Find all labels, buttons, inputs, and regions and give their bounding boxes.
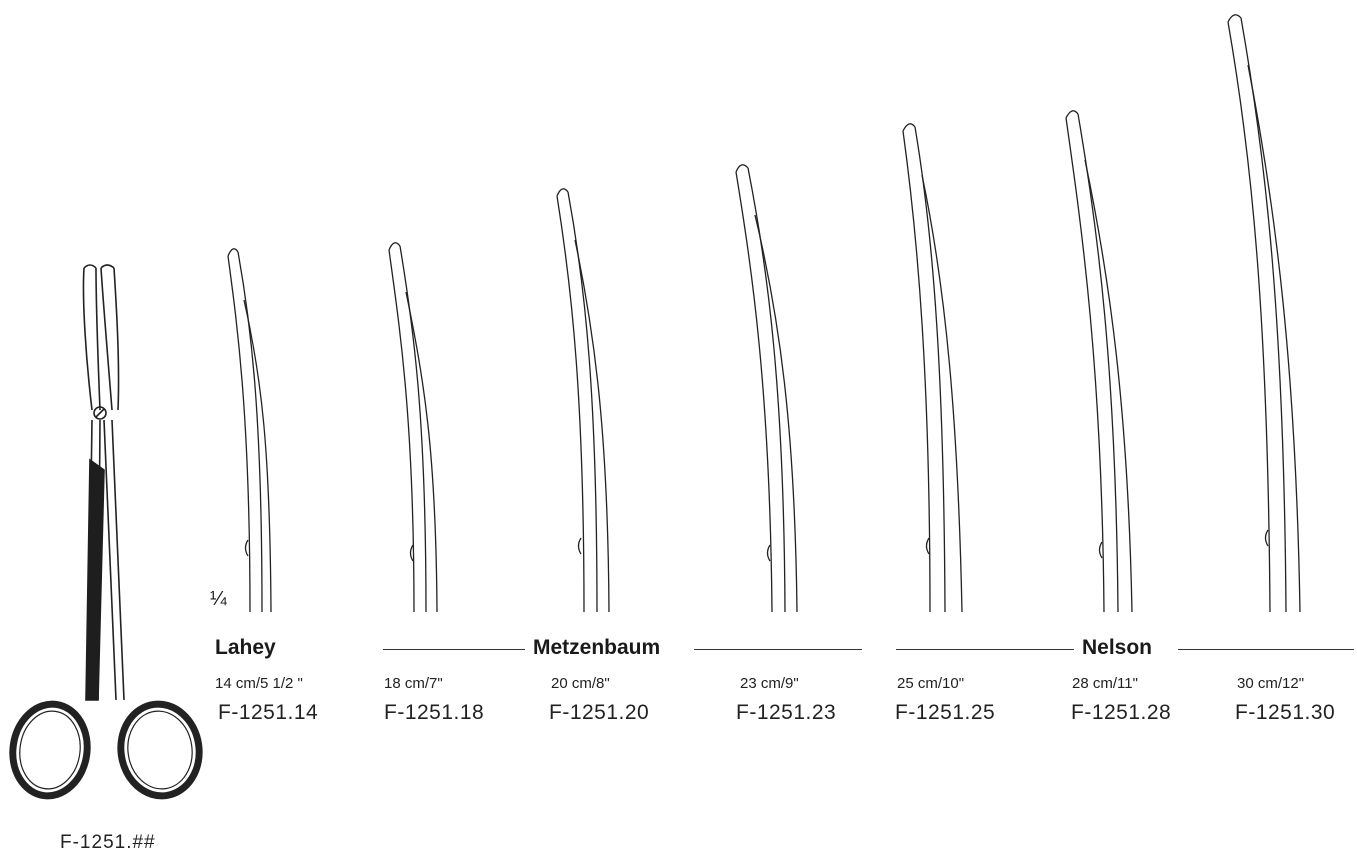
divider-metzenbaum-left <box>383 649 525 650</box>
profile-metzenbaum-23 <box>735 164 798 613</box>
profile-lahey-14 <box>227 248 272 613</box>
product-code-20: F-1251.20 <box>549 701 650 724</box>
product-code-18: F-1251.18 <box>384 701 485 724</box>
divider-metzenbaum-right <box>694 649 862 650</box>
group-label-lahey: Lahey <box>215 636 276 659</box>
size-label-30: 30 cm/12" <box>1237 675 1305 692</box>
profile-nelson-25 <box>902 123 963 613</box>
product-code-25: F-1251.25 <box>895 701 996 724</box>
product-code-28: F-1251.28 <box>1071 701 1172 724</box>
size-label-25: 25 cm/10" <box>897 675 965 692</box>
size-label-14: 14 cm/5 1/2 " <box>215 675 303 692</box>
profile-nelson-28 <box>1065 110 1133 613</box>
product-code-14: F-1251.14 <box>218 701 319 724</box>
divider-nelson-right <box>1178 649 1354 650</box>
main-product-code: F-1251.## <box>60 832 156 853</box>
scale-label: ¼ <box>210 588 227 610</box>
size-label-28: 28 cm/11" <box>1072 675 1138 692</box>
profile-nelson-30 <box>1227 14 1301 613</box>
size-label-20: 20 cm/8" <box>551 675 610 692</box>
group-label-nelson: Nelson <box>1082 636 1153 659</box>
scissors-illustration <box>9 264 203 800</box>
group-label-metzenbaum: Metzenbaum <box>533 636 661 659</box>
product-code-30: F-1251.30 <box>1235 701 1336 724</box>
size-label-18: 18 cm/7" <box>384 675 443 692</box>
product-code-23: F-1251.23 <box>736 701 837 724</box>
size-label-23: 23 cm/9" <box>740 675 799 692</box>
divider-nelson-left <box>896 649 1074 650</box>
profile-metzenbaum-18 <box>388 242 438 613</box>
profile-metzenbaum-20 <box>556 188 610 613</box>
